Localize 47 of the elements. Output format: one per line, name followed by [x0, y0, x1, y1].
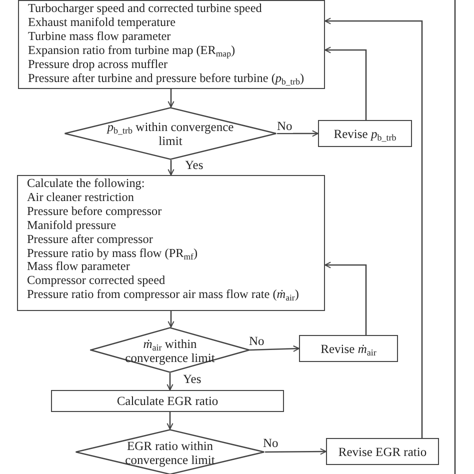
arrow: [250, 345, 300, 352]
process-step-text: Compressor corrected speed: [27, 274, 166, 288]
arrow: [168, 311, 174, 328]
process-step-text: Calculate the following:: [27, 177, 145, 191]
process-step-text: Air cleaner restriction: [27, 190, 134, 205]
process-step-text: Exhaust manifold temperature: [28, 16, 176, 30]
process-box: [318, 120, 412, 147]
process-step-text: Pressure before compressor: [27, 204, 162, 219]
arrow: [324, 46, 367, 120]
arrow: [277, 130, 318, 137]
process-text: Revise ṁ$_{air}$: [320, 342, 376, 356]
arrow: [265, 448, 326, 455]
arrow: [166, 412, 174, 430]
process-text: Calculate EGR ratio: [116, 394, 218, 408]
edge-label: No: [248, 335, 266, 348]
edge-label: No: [262, 437, 280, 450]
process-step-text: Pressure after compressor: [27, 232, 153, 247]
arrow: [324, 262, 367, 335]
edge-label: Yes: [184, 159, 204, 172]
process-box: [17, 175, 325, 311]
process-step-text: Manifold pressure: [27, 218, 116, 233]
process-box: [51, 390, 284, 412]
arrow: [168, 160, 174, 176]
process-step-text: Pressure ratio from compressor air mass flow rate (ṁ$_{air}$): [27, 288, 299, 302]
decision-diamond: [64, 107, 277, 160]
process-step-text: Pressure ratio by mass flow (PR$_{mf}$): [27, 246, 198, 260]
process-step-text: Mass flow parameter: [27, 260, 130, 274]
decision-diamond: [90, 327, 250, 373]
process-step-text: Pressure drop across muffler: [28, 58, 168, 72]
process-step-text: Expansion ratio from turbine map (ER$_{map}$): [28, 44, 236, 58]
process-box: [18, 0, 325, 89]
process-text: Revise p$_{b_trb}$: [334, 126, 396, 140]
process-text: Revise EGR ratio: [338, 444, 427, 458]
process-box: [326, 438, 439, 465]
arrow: [166, 373, 174, 390]
arrow: [324, 18, 423, 438]
edge-label: Yes: [182, 373, 202, 386]
decision-text: p$_{b_trb}$ within convergence limit: [106, 120, 235, 148]
process-step-text: Turbocharger speed and corrected turbine speed: [28, 2, 262, 16]
edge-label: No: [276, 120, 294, 133]
arrow: [168, 89, 174, 108]
process-step-text: Turbine mass flow parameter: [28, 30, 171, 44]
decision-text: ṁ$_{air}$ within convergence limit: [124, 336, 216, 364]
process-box: [299, 335, 398, 362]
decision-diamond: [75, 429, 265, 474]
process-step-text: Pressure after turbine and pressure before turbine (p$_{b_trb}$): [28, 72, 304, 86]
decision-text: EGR ratio within convergence limit: [124, 438, 216, 466]
